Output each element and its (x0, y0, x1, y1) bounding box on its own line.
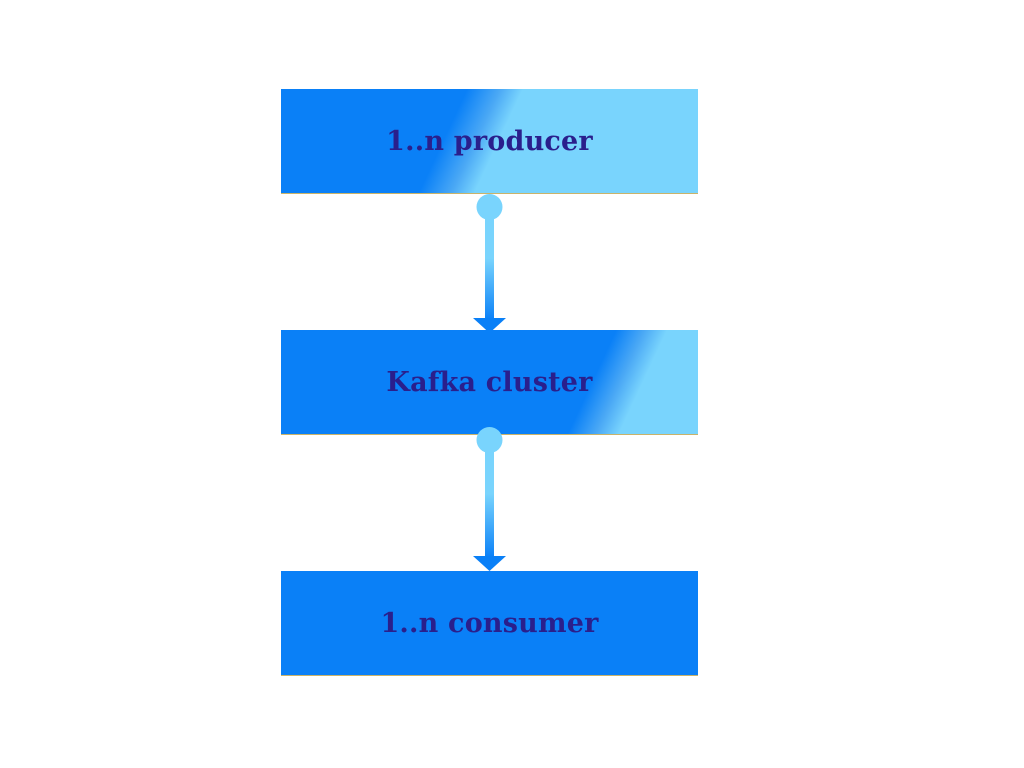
consumer-node: 1..n consumer (281, 571, 698, 676)
consumer-label: 1..n consumer (380, 607, 599, 639)
edge-cluster-to-consumer (473, 427, 506, 571)
arrow-down-icon (473, 556, 506, 571)
edge-shaft (485, 208, 494, 320)
kafka-cluster-node: Kafka cluster (281, 330, 698, 435)
edge-producer-to-cluster (473, 194, 506, 333)
kafka-cluster-label: Kafka cluster (386, 366, 593, 398)
edge-start-dot (476, 194, 503, 220)
edge-shaft (485, 441, 494, 558)
producer-label: 1..n producer (386, 125, 593, 157)
producer-node: 1..n producer (281, 89, 698, 194)
